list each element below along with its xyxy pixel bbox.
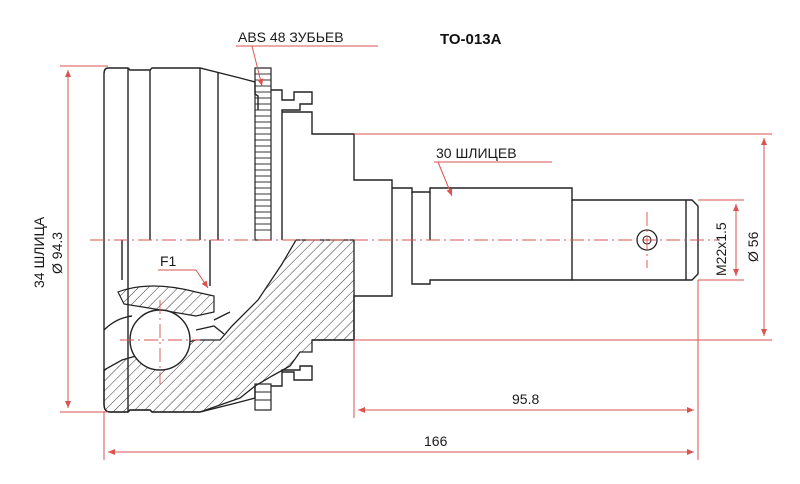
- center-lines: [90, 212, 720, 384]
- shaft-outline-top: [282, 111, 699, 240]
- dim-thread: [698, 199, 744, 281]
- leader-f1: [158, 269, 209, 289]
- part-number: TO-013A: [440, 31, 502, 48]
- abs-ring-top: [254, 67, 272, 241]
- inner-race-hatch: [117, 285, 215, 317]
- cage-lines: [103, 240, 231, 335]
- leader-abs: [236, 45, 378, 87]
- overall-length-label: 166: [424, 433, 448, 449]
- thread-label: M22x1.5: [713, 222, 729, 276]
- inner-splines-label: 34 ШЛИЦА: [31, 216, 47, 288]
- dim-stem-length: [353, 280, 699, 418]
- abs-ring-bottom: [254, 383, 272, 411]
- boot-clamp-bottom: [271, 365, 313, 387]
- leader-outer-splines: [434, 161, 552, 197]
- stem-diameter-label: Ø 56: [745, 231, 761, 262]
- boot-clamp-top: [271, 89, 313, 240]
- dim-stem-diameter: [354, 133, 772, 341]
- abs-teeth-label: ABS 48 ЗУБЬЕВ: [238, 29, 344, 45]
- outer-splines-label: 30 ШЛИЦЕВ: [436, 145, 517, 161]
- shaft-outline-bottom: [312, 240, 699, 341]
- outer-diameter-label: Ø 94.3: [49, 232, 65, 274]
- dim-outer-diameter: [60, 65, 108, 413]
- dim-overall-length: [103, 412, 699, 460]
- f1-label: F1: [160, 253, 177, 269]
- stem-length-label: 95.8: [512, 391, 539, 407]
